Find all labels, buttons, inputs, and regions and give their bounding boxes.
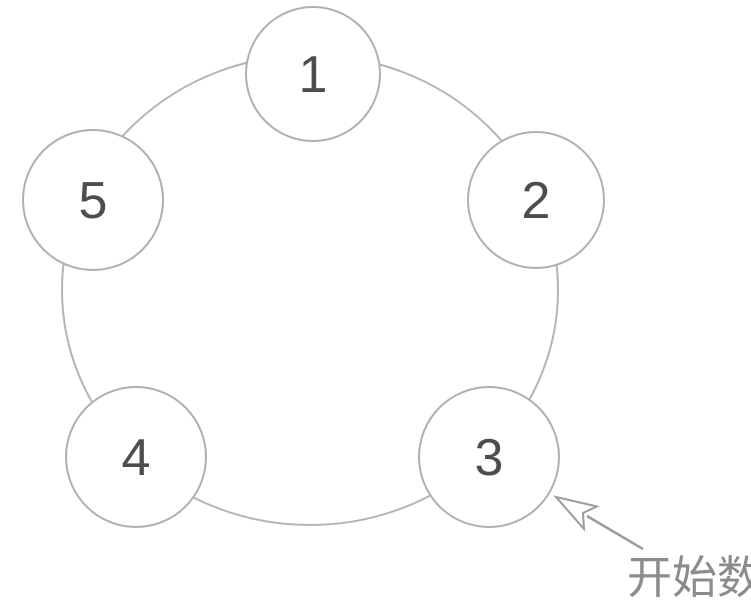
start-annotation-label: 开始数	[627, 551, 751, 603]
node-1-circle	[245, 6, 381, 142]
node-4-circle	[65, 386, 207, 528]
node-2-label: 2	[522, 172, 551, 230]
start-arrow-shaft	[586, 514, 644, 551]
start-arrow-head-icon	[553, 495, 601, 532]
node-2-circle	[467, 131, 605, 269]
node-1: 1	[245, 6, 381, 142]
node-1-label: 1	[299, 46, 328, 104]
node-3: 3	[418, 386, 560, 528]
node-3-label: 3	[475, 429, 504, 487]
node-4: 4	[65, 386, 207, 528]
node-5-circle	[22, 129, 164, 271]
start-arrow	[553, 495, 644, 551]
node-4-label: 4	[122, 429, 151, 487]
node-5: 5	[22, 129, 164, 271]
node-2: 2	[467, 131, 605, 269]
node-5-label: 5	[79, 172, 108, 230]
node-3-circle	[418, 386, 560, 528]
